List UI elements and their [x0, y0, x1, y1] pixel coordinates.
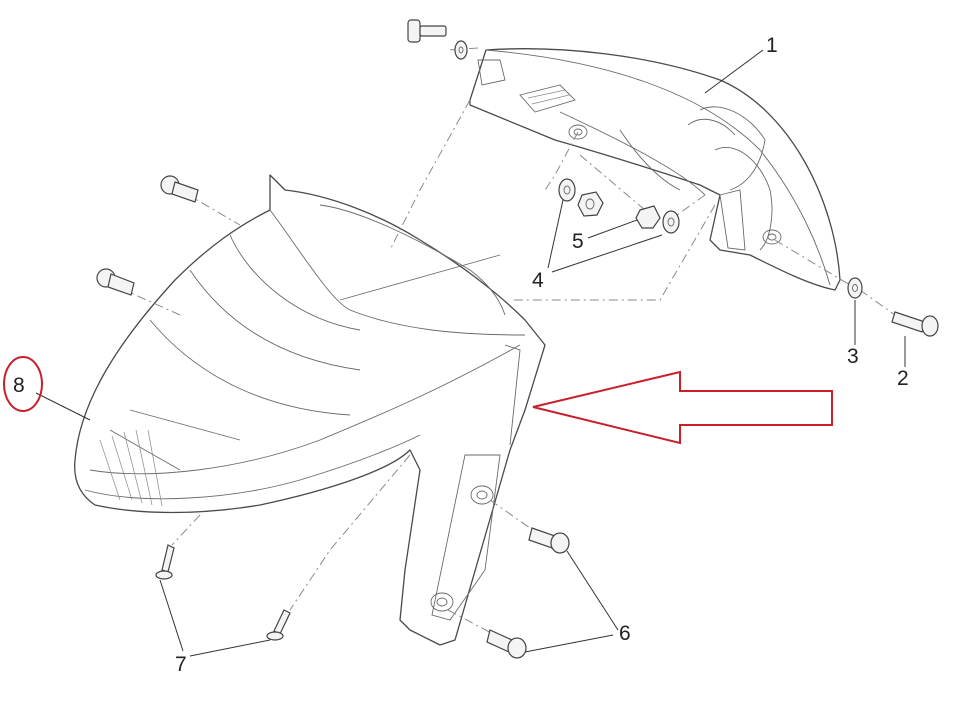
rear-fender-part: [469, 48, 841, 291]
highlight-circle: [3, 356, 43, 412]
callout-1: 1: [766, 34, 778, 57]
washer-part-4a: [558, 178, 576, 202]
screw-part-6-lower: [486, 629, 527, 659]
highlight-arrow: [532, 370, 833, 445]
screw-left-lower: [96, 268, 135, 296]
callout-3: 3: [847, 345, 859, 368]
screw-left-upper: [160, 175, 199, 203]
assembly-alignment-lines: [119, 47, 896, 636]
screw-part-7-left: [155, 544, 175, 580]
front-fender-part: [74, 174, 546, 646]
screw-part-6-upper: [528, 527, 570, 554]
screw-top-left: [407, 19, 447, 43]
leader-lines: [35, 49, 906, 657]
callout-5: 5: [572, 230, 584, 253]
washer-top: [454, 40, 468, 60]
callout-6: 6: [619, 622, 631, 645]
callout-7: 7: [175, 653, 187, 676]
washer-part-4b: [662, 210, 680, 234]
callout-4: 4: [532, 269, 544, 292]
washer-part-3: [847, 277, 863, 299]
callout-8: 8: [13, 374, 25, 397]
callout-2: 2: [897, 367, 909, 390]
screw-part-7-right: [266, 609, 291, 641]
nut-part-5b: [635, 205, 661, 229]
nut-part-5: [577, 191, 604, 217]
screw-part-2: [891, 311, 939, 337]
